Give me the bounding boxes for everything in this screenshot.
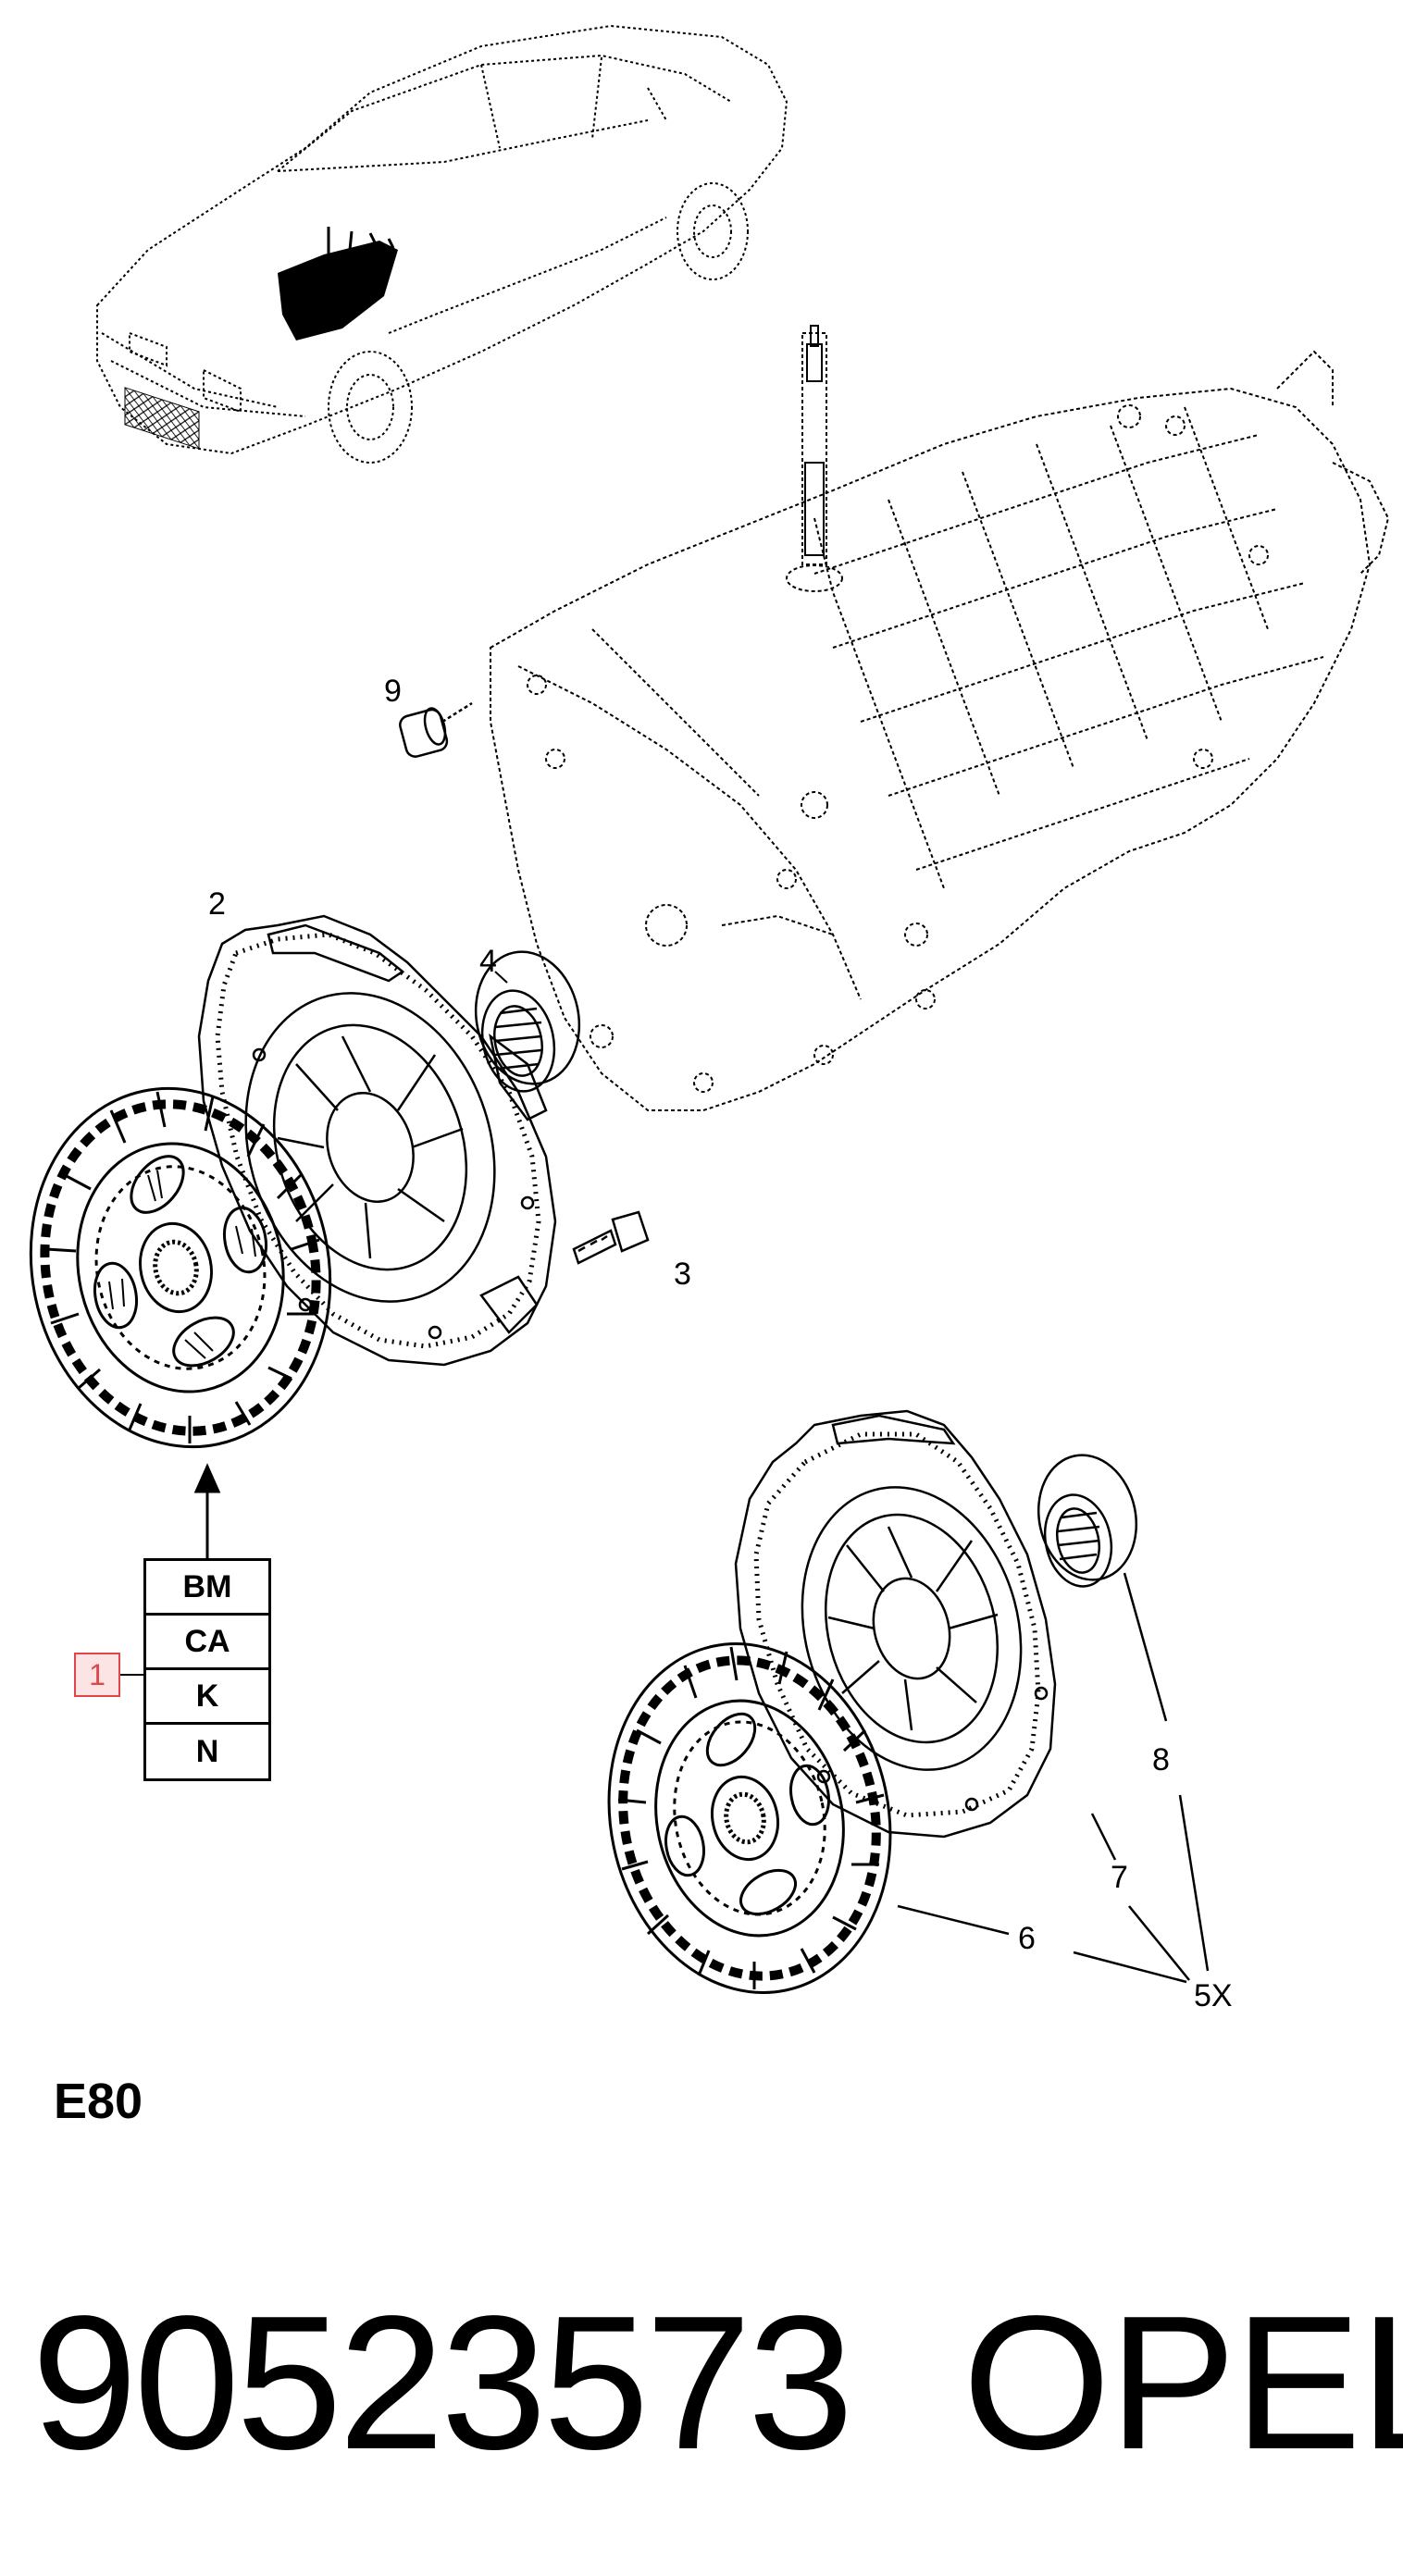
callout-8: 8 <box>1152 1742 1170 1777</box>
callout-5x: 5X <box>1194 1978 1233 2013</box>
item-1-highlight-label[interactable]: 1 <box>74 1653 120 1697</box>
variant-code-table: BM CA K N <box>143 1558 271 1781</box>
variant-code-cell: CA <box>146 1616 268 1670</box>
highlight-gearbox-location <box>278 241 398 341</box>
callout-4: 4 <box>479 944 497 979</box>
kit-pressure-plate-7 <box>734 1409 1057 1839</box>
vehicle-locator-sketch <box>96 24 788 464</box>
callout-9: 9 <box>384 674 402 709</box>
variant-code-cell: BM <box>146 1561 268 1616</box>
kit-release-bearing-8 <box>1037 1454 1138 1588</box>
clutch-disc-1-slots <box>45 1091 320 1443</box>
callout-7: 7 <box>1111 1860 1128 1895</box>
callout-3: 3 <box>674 1257 691 1292</box>
brand-name: OPEL <box>962 2276 1403 2489</box>
kit-leader-lines <box>897 1572 1210 1984</box>
kit-clutch-disc-6 <box>607 1642 892 1994</box>
group-code: E80 <box>54 2074 143 2129</box>
callout-2: 2 <box>208 886 226 922</box>
front-grille <box>124 387 200 450</box>
bolt-3 <box>572 1210 650 1265</box>
variant-code-cell: N <box>195 1733 219 1769</box>
part-number: 90523573 <box>31 2276 854 2489</box>
pilot-bearing-9 <box>399 701 473 758</box>
release-bearing-4 <box>474 950 581 1093</box>
transmission-housing <box>490 350 1390 1111</box>
variant-code-cell: K <box>146 1670 268 1725</box>
input-shaft <box>786 325 843 592</box>
callout-6: 6 <box>1018 1921 1036 1956</box>
kit-clutch-disc-6-slots <box>617 1646 885 1989</box>
variant-arrow <box>193 1463 221 1558</box>
clutch-disc-1 <box>29 1086 332 1449</box>
